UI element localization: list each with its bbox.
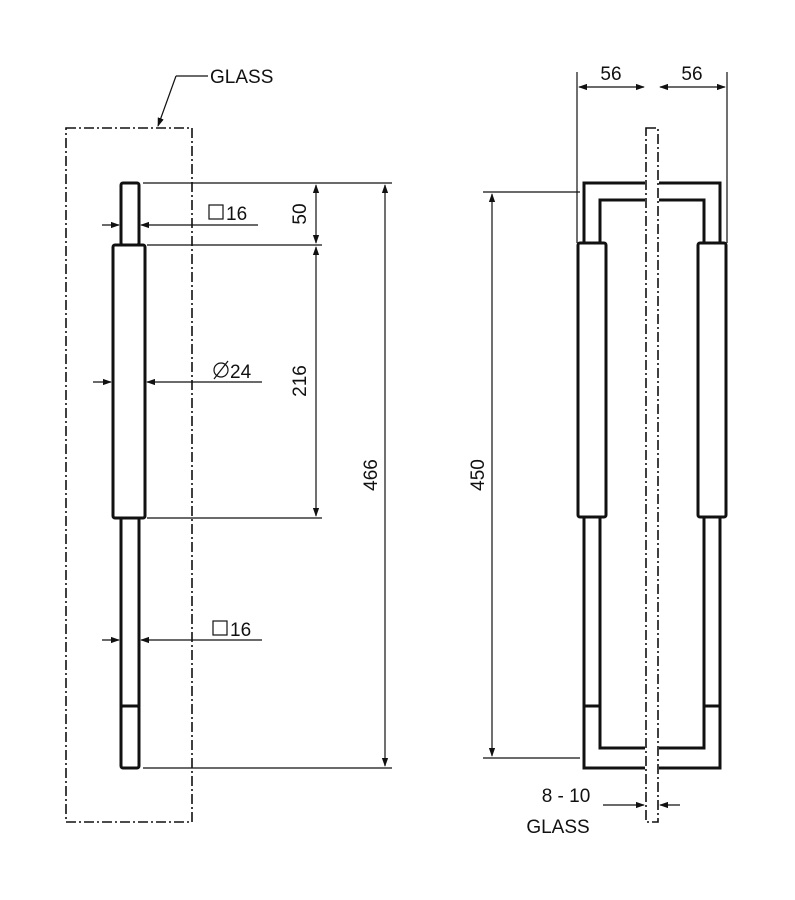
top-bracket-right [659,181,722,243]
dim-glass-thickness: 8 - 10 [542,786,591,807]
side-view: GLASS 16 24 16 50 [65,67,392,823]
dim-grip-length: 216 [290,365,311,397]
dim-square-top: 16 [226,204,247,225]
glass-leader-arrow [157,75,177,127]
handle-lower-shaft [119,516,141,708]
square-symbol-icon [208,204,224,220]
lower-bracket-left [582,517,645,770]
front-view: 56 56 450 8 - 10 GLASS [468,64,728,838]
glass-section [645,127,659,823]
lower-bracket-right [659,517,722,770]
dim-diameter: 24 [230,362,252,383]
glass-label: GLASS [210,67,273,88]
dim-center-distance: 450 [468,459,489,491]
dim-square-bottom: 16 [230,620,251,641]
handle-bottom-shaft [119,704,141,770]
grip-left [576,241,608,519]
handle-left-half [576,181,645,770]
grip-right [696,241,728,519]
handle-right-half [659,181,728,770]
dim-top-section: 50 [290,203,311,224]
handle-top-shaft [119,181,141,247]
dim-offset-left: 56 [600,64,621,85]
diameter-symbol-icon [213,360,229,380]
dim-overall-length: 466 [361,459,382,491]
glass-outline [65,127,193,823]
handle-grip [111,243,147,520]
glass-label-bottom: GLASS [526,817,589,838]
handle-side [111,181,147,770]
square-symbol-icon [212,620,228,636]
dim-offset-right: 56 [681,64,702,85]
top-bracket-left [582,181,645,243]
